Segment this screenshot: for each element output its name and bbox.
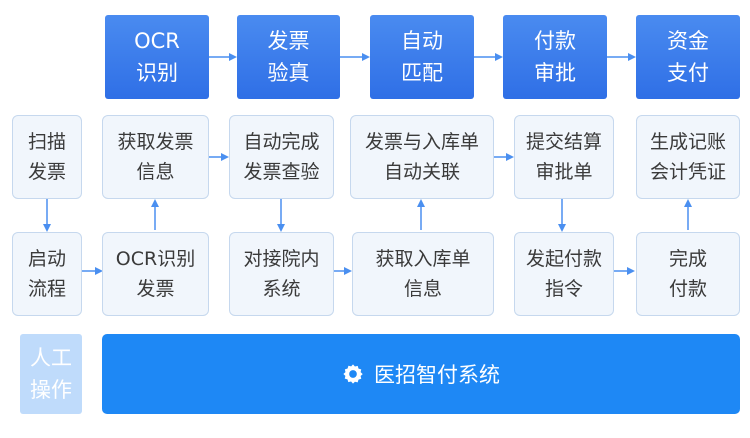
step-line2: 指令	[544, 278, 583, 300]
stage-invoice-verification: 发票 验真	[237, 15, 340, 99]
step-line1: 对接院内	[243, 248, 320, 270]
step-submit-settlement: 提交结算 审批单	[514, 115, 614, 199]
manual-operation-label: 人工 操作	[20, 334, 82, 414]
step-line2: 会计凭证	[649, 161, 726, 183]
stage-line2: 审批	[534, 61, 576, 85]
step-line2: 系统	[262, 278, 301, 300]
stage-line1: 自动	[401, 29, 443, 53]
stage-line2: 验真	[267, 61, 310, 85]
step-line2: 流程	[27, 278, 66, 300]
step-line2: 付款	[668, 278, 707, 300]
step-line1: 自动完成	[243, 131, 320, 153]
step-line2: 信息	[403, 278, 442, 300]
step-start-process: 启动 流程	[12, 232, 82, 316]
stage-ocr-recognition: OCR 识别	[105, 15, 209, 99]
manual-line2: 操作	[30, 378, 72, 402]
system-name: 医招智付系统	[374, 363, 500, 387]
step-line1: OCR识别	[115, 248, 196, 270]
step-generate-voucher: 生成记账 会计凭证	[636, 115, 740, 199]
stage-fund-payment: 资金 支付	[636, 15, 740, 99]
step-line1: 启动	[27, 248, 66, 270]
step-line1: 扫描	[27, 131, 66, 153]
stage-payment-approval: 付款 审批	[503, 15, 607, 99]
step-line1: 完成	[668, 248, 707, 270]
step-line1: 生成记账	[649, 131, 726, 153]
step-complete-payment: 完成 付款	[636, 232, 740, 316]
stage-line2: 支付	[667, 61, 709, 85]
step-line1: 提交结算	[525, 131, 602, 153]
stage-line1: OCR	[134, 29, 180, 53]
step-line2: 自动关联	[383, 161, 460, 183]
step-line1: 获取发票	[117, 131, 194, 153]
step-line2: 信息	[136, 161, 175, 183]
step-line2: 发票	[136, 278, 175, 300]
step-link-invoice-receipt: 发票与入库单 自动关联	[350, 115, 494, 199]
stage-line2: 匹配	[401, 61, 443, 85]
step-issue-payment-order: 发起付款 指令	[514, 232, 614, 316]
stage-line1: 资金	[667, 29, 709, 53]
system-bar: 医招智付系统	[102, 334, 740, 414]
step-connect-hospital-system: 对接院内 系统	[229, 232, 334, 316]
step-line2: 审批单	[535, 161, 593, 183]
step-get-invoice-info: 获取发票 信息	[102, 115, 209, 199]
stage-line2: 识别	[136, 61, 178, 85]
step-line2: 发票查验	[243, 161, 320, 183]
step-line1: 获取入库单	[375, 248, 471, 270]
manual-line1: 人工	[30, 346, 72, 370]
stage-line1: 付款	[534, 29, 576, 53]
step-line1: 发起付款	[525, 248, 602, 270]
stage-auto-matching: 自动 匹配	[370, 15, 474, 99]
step-line2: 发票	[27, 161, 66, 183]
stage-line1: 发票	[267, 29, 310, 53]
step-scan-invoice: 扫描 发票	[12, 115, 82, 199]
step-line1: 发票与入库单	[364, 131, 479, 153]
gear-icon	[342, 363, 364, 385]
step-auto-verify-invoice: 自动完成 发票查验	[229, 115, 334, 199]
step-get-receipt-info: 获取入库单 信息	[352, 232, 494, 316]
step-ocr-invoice: OCR识别 发票	[102, 232, 209, 316]
